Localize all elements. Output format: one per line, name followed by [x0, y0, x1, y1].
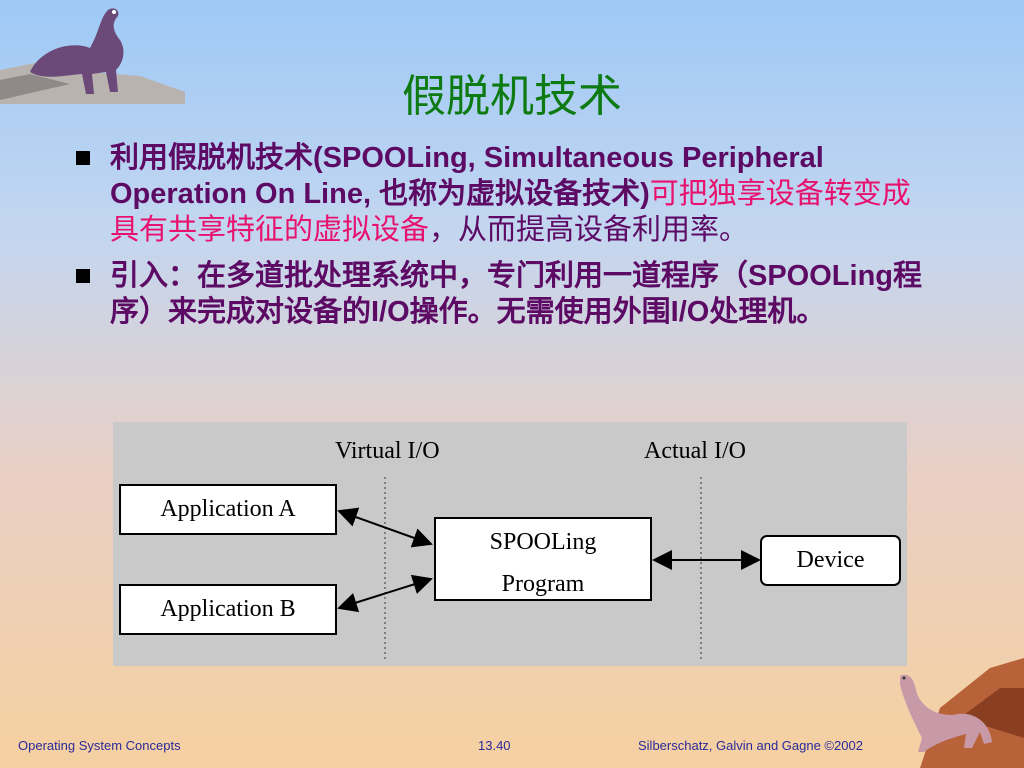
bullet-square-icon — [76, 269, 90, 283]
bullet-square-icon — [76, 151, 90, 165]
spooling-diagram: Virtual I/O Actual I/O Application A App… — [113, 422, 907, 666]
application-a-box: Application A — [119, 484, 337, 535]
bullet-segment: 引入：在多道批处理系统中，专门利用一道程序（SPOOLing程序）来完成对设备的… — [110, 260, 923, 328]
bullet-segment: 利用假脱机技术(SPOOLing, Simultaneous Periphera… — [110, 142, 824, 210]
application-b-box: Application B — [119, 584, 337, 635]
footer-right: Silberschatz, Galvin and Gagne ©2002 — [638, 738, 863, 753]
arrow-app-a-to-spooling — [337, 507, 433, 548]
virtual-io-label: Virtual I/O — [335, 438, 440, 464]
bullet-item: 利用假脱机技术(SPOOLing, Simultaneous Periphera… — [72, 140, 922, 248]
bullet-text: 利用假脱机技术(SPOOLing, Simultaneous Periphera… — [110, 140, 922, 248]
bullet-list: 利用假脱机技术(SPOOLing, Simultaneous Periphera… — [72, 140, 922, 340]
slide-title: 假脱机技术 — [402, 71, 622, 122]
spooling-program-box: SPOOLing Program — [434, 517, 652, 601]
spooling-program-line2: Program — [501, 571, 585, 597]
diagram-connectors — [337, 477, 761, 660]
device-box: Device — [760, 535, 901, 586]
dinosaur-bottom-right-icon — [900, 658, 1024, 768]
footer-left: Operating System Concepts — [18, 738, 181, 753]
actual-io-label: Actual I/O — [644, 438, 746, 464]
arrow-app-b-to-spooling — [337, 574, 433, 613]
spooling-program-line1: SPOOLing — [489, 529, 597, 555]
bullet-item: 引入：在多道批处理系统中，专门利用一道程序（SPOOLing程序）来完成对设备的… — [72, 258, 922, 330]
highlighted-text: 可把独享设备转变成具有共享特征的虚拟设备 — [110, 178, 911, 246]
dinosaur-top-left-icon — [0, 8, 185, 104]
footer-page-number: 13.40 — [478, 738, 511, 753]
bullet-segment: ，从而提高设备利用率。 — [429, 214, 749, 246]
bullet-text: 引入：在多道批处理系统中，专门利用一道程序（SPOOLing程序）来完成对设备的… — [110, 258, 922, 330]
